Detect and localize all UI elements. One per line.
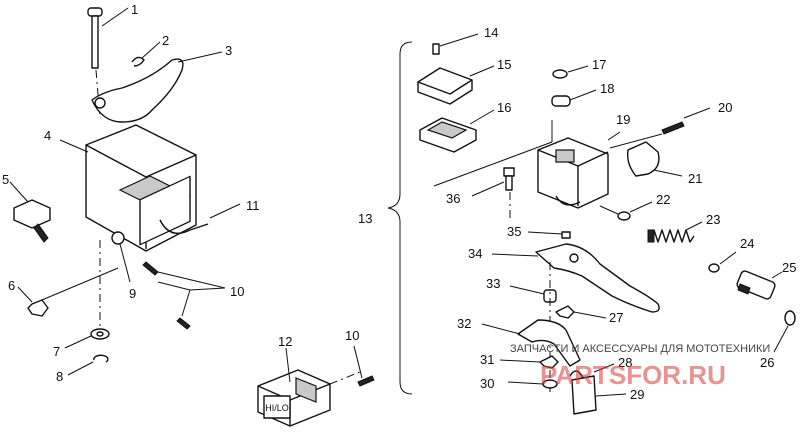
callout-10-b: 10 — [345, 328, 359, 343]
callout-29: 29 — [630, 387, 644, 402]
part-35-pin — [527, 231, 571, 239]
part-23-spring — [647, 221, 703, 243]
part-30-washer — [507, 379, 558, 389]
callout-7: 7 — [53, 344, 60, 359]
callout-13: 13 — [358, 211, 372, 226]
part-34-lever — [491, 243, 660, 313]
part-17-ring — [552, 65, 589, 79]
callout-10-a: 10 — [230, 284, 244, 299]
callout-34: 34 — [468, 246, 482, 261]
callout-11: 11 — [246, 198, 260, 213]
callout-22: 22 — [656, 192, 670, 207]
callout-12: 12 — [278, 334, 292, 349]
part-5-block — [9, 181, 51, 243]
part-20-bolt — [661, 107, 711, 135]
part-32-bracket — [481, 319, 581, 367]
part-24-ring — [708, 251, 737, 273]
callout-9: 9 — [129, 286, 136, 301]
switch-face-label: HI/LO — [265, 403, 289, 413]
callout-2: 2 — [162, 33, 169, 48]
callout-1: 1 — [131, 2, 138, 17]
watermark-logo: PARTSFOR.RU — [540, 360, 726, 390]
callout-5: 5 — [2, 172, 9, 187]
callout-31: 31 — [480, 352, 494, 367]
part-29-plate — [571, 375, 627, 415]
callout-23: 23 — [706, 212, 720, 227]
part-26-clip — [773, 310, 796, 353]
callout-labels: 1 2 3 4 5 6 7 8 9 10 10 11 12 13 14 15 1… — [2, 2, 796, 402]
callout-33: 33 — [486, 276, 500, 291]
callout-15: 15 — [497, 57, 511, 72]
callout-25: 25 — [782, 260, 796, 275]
callout-21: 21 — [688, 171, 702, 186]
part-31-nut — [499, 355, 559, 369]
part-27-nut — [555, 305, 607, 319]
part-19-cylinder-body — [537, 131, 621, 209]
part-21-clamp — [626, 141, 683, 177]
callout-6: 6 — [8, 278, 15, 293]
part-22-washer — [617, 201, 653, 221]
axis-line-switch — [329, 371, 361, 385]
callout-20: 20 — [718, 100, 732, 115]
callout-30: 30 — [480, 376, 494, 391]
part-1-bolt — [87, 7, 129, 69]
callout-32: 32 — [457, 316, 471, 331]
part-4-housing — [59, 124, 197, 252]
part-6-nut — [17, 267, 119, 317]
callout-24: 24 — [740, 236, 754, 251]
part-7-washer — [64, 328, 110, 349]
callout-19: 19 — [616, 112, 630, 127]
callout-4: 4 — [44, 128, 51, 143]
part-16-gasket — [419, 109, 495, 153]
guide-line-c — [609, 133, 663, 149]
part-3-lever — [91, 51, 223, 123]
callout-16: 16 — [497, 100, 511, 115]
callout-35: 35 — [507, 224, 521, 239]
callout-18: 18 — [600, 81, 614, 96]
callout-14: 14 — [484, 25, 498, 40]
part-9-washer — [111, 231, 131, 283]
part-25-piston — [736, 270, 783, 300]
part-11-tab — [159, 203, 241, 234]
callout-17: 17 — [592, 57, 606, 72]
guide-line-d — [599, 205, 619, 215]
part-15-cap — [417, 65, 495, 105]
part-10-screw-b — [353, 345, 375, 387]
callout-26: 26 — [760, 355, 774, 370]
watermark-caption: ЗАПЧАСТИ И АКСЕССУАРЫ ДЛЯ МОТОТЕХНИКИ — [510, 343, 770, 355]
callout-8: 8 — [56, 369, 63, 384]
callout-36: 36 — [446, 191, 460, 206]
part-12-switch — [257, 347, 331, 427]
callout-28: 28 — [618, 355, 632, 370]
guide-line-a — [433, 141, 553, 187]
callout-27: 27 — [609, 310, 623, 325]
part-36-bolt — [471, 167, 515, 197]
bracket-13 — [387, 41, 413, 395]
part-10-screws — [142, 261, 226, 330]
part-18-bushing — [551, 89, 597, 107]
part-33-bushing — [509, 285, 557, 303]
part-8-circlip — [67, 354, 109, 376]
part-2-clip — [131, 41, 161, 67]
part-14-screw — [432, 33, 479, 55]
callout-3: 3 — [225, 43, 232, 58]
